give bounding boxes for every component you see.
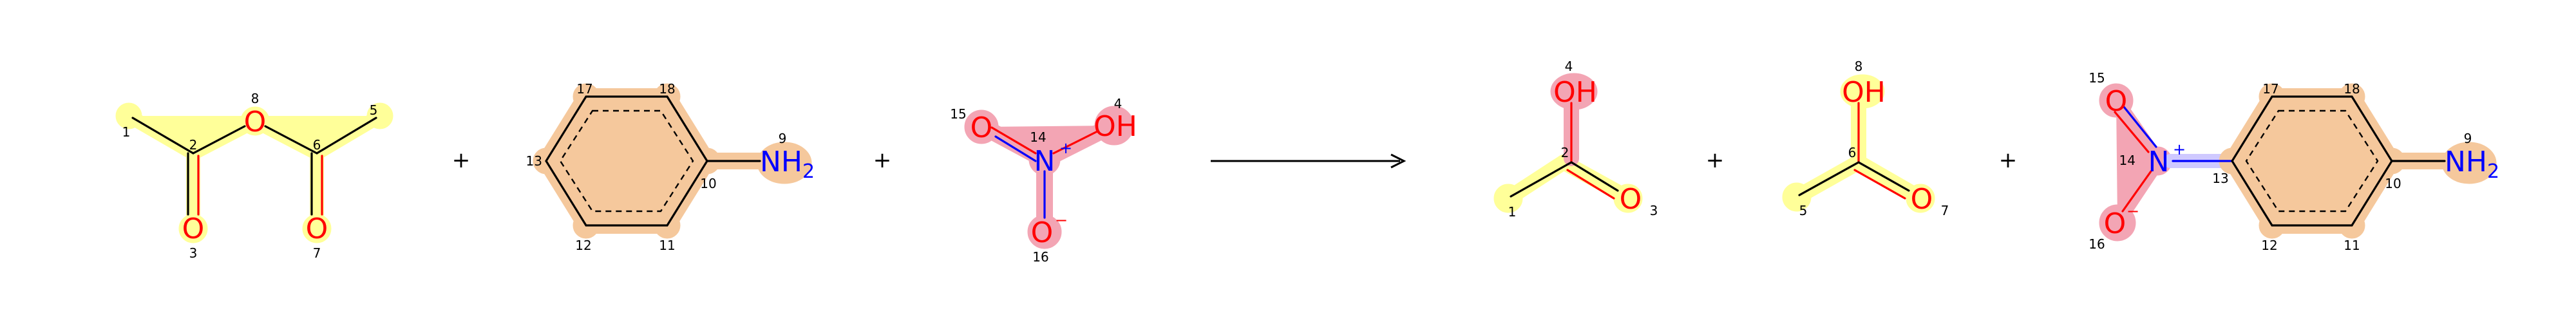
- atom-oxygen-7: O: [1911, 183, 1933, 216]
- nh-label: NH: [2445, 146, 2487, 178]
- atom-index: 8: [1855, 59, 1863, 74]
- atom-index: 10: [700, 176, 716, 191]
- atom-index: 14: [2119, 153, 2136, 168]
- atom-index: 7: [313, 245, 321, 261]
- atom-nitrogen-9: NH2: [2445, 146, 2499, 183]
- atom-nitrogen-14: N: [2148, 146, 2170, 178]
- atom-oxygen-16: O: [2104, 207, 2126, 240]
- atom-index: 4: [1114, 96, 1122, 111]
- atom-index: 17: [2262, 81, 2278, 97]
- atom-index: 5: [370, 102, 378, 118]
- atom-index: 15: [950, 106, 966, 122]
- molecule-acetic-acid-1: OH O 1 2 3 4: [1493, 59, 1658, 220]
- atom-index: 14: [1030, 129, 1046, 145]
- atom-index: 12: [575, 238, 591, 253]
- atom-index: 10: [2385, 176, 2401, 191]
- atom-index: 18: [2344, 81, 2360, 97]
- atom-oxygen-16: O: [1031, 216, 1054, 249]
- subscript-2: 2: [802, 160, 815, 183]
- reaction-arrow: [1211, 153, 1406, 169]
- atom-index: 2: [1561, 145, 1569, 160]
- molecule-aniline: NH2 9 10 11 12 13 17 18: [526, 81, 815, 253]
- atom-oxygen-4: OH: [1553, 76, 1597, 109]
- atom-index: 5: [1799, 203, 1808, 218]
- atom-index: 15: [2088, 70, 2105, 86]
- atom-oxygen-8: OH: [1842, 76, 1886, 109]
- molecule-acetic-acid-2: OH O 5 6 7 8: [1782, 59, 1949, 218]
- atom-index: 17: [576, 81, 592, 97]
- atom-index: 1: [1508, 204, 1517, 220]
- atom-index: 16: [2088, 236, 2105, 252]
- atom-oxygen-8: O: [244, 106, 267, 138]
- atom-index: 6: [1848, 145, 1857, 160]
- atom-index: 1: [122, 124, 131, 140]
- plus-sign: +: [452, 147, 471, 173]
- atom-oxygen-3: O: [182, 213, 205, 245]
- atom-index: 13: [526, 153, 542, 169]
- atom-index: 9: [779, 131, 787, 146]
- nh-label: NH: [760, 146, 802, 178]
- atom-index: 9: [2464, 131, 2472, 146]
- molecule-nitroaniline: N + O O − NH2 9 10 11 12 13 14 15 16 17 …: [2088, 70, 2499, 253]
- atom-index: 11: [2344, 238, 2360, 253]
- atom-oxygen-3: O: [1620, 183, 1642, 216]
- atom-index: 2: [189, 137, 198, 153]
- subscript-2: 2: [2487, 160, 2499, 183]
- atom-index: 13: [2212, 171, 2228, 186]
- atom-oxygen-7: O: [306, 213, 328, 245]
- atom-index: 4: [1565, 59, 1573, 74]
- atom-oxygen-4: OH: [1094, 110, 1137, 143]
- molecule-nitric-acid: N + O OH O − 4 14 15 16: [950, 96, 1137, 265]
- atom-index: 12: [2261, 238, 2277, 253]
- molecule-acetic-anhydride: O O O 1 2 3 5 6 7 8: [115, 91, 393, 261]
- plus-sign: +: [873, 147, 892, 173]
- atom-index: 11: [659, 238, 675, 253]
- atom-oxygen-15: O: [971, 111, 993, 144]
- atom-nitrogen-9: NH2: [760, 146, 815, 183]
- atom-index: 8: [251, 91, 260, 106]
- atom-index: 18: [659, 81, 675, 97]
- plus-sign: +: [1999, 147, 2018, 173]
- atom-oxygen-15: O: [2105, 85, 2128, 118]
- atom-nitrogen-14: N: [1034, 145, 1056, 178]
- negative-charge: −: [2126, 202, 2139, 220]
- atom-index: 16: [1032, 249, 1048, 265]
- atom-index: 3: [189, 245, 198, 261]
- atom-index: 7: [1941, 203, 1949, 218]
- positive-charge: +: [2173, 140, 2186, 158]
- positive-charge: +: [1059, 139, 1072, 157]
- atom-index: 3: [1650, 203, 1658, 218]
- plus-sign: +: [1706, 147, 1725, 173]
- atom-index: 6: [313, 137, 321, 153]
- negative-charge: −: [1055, 211, 1068, 229]
